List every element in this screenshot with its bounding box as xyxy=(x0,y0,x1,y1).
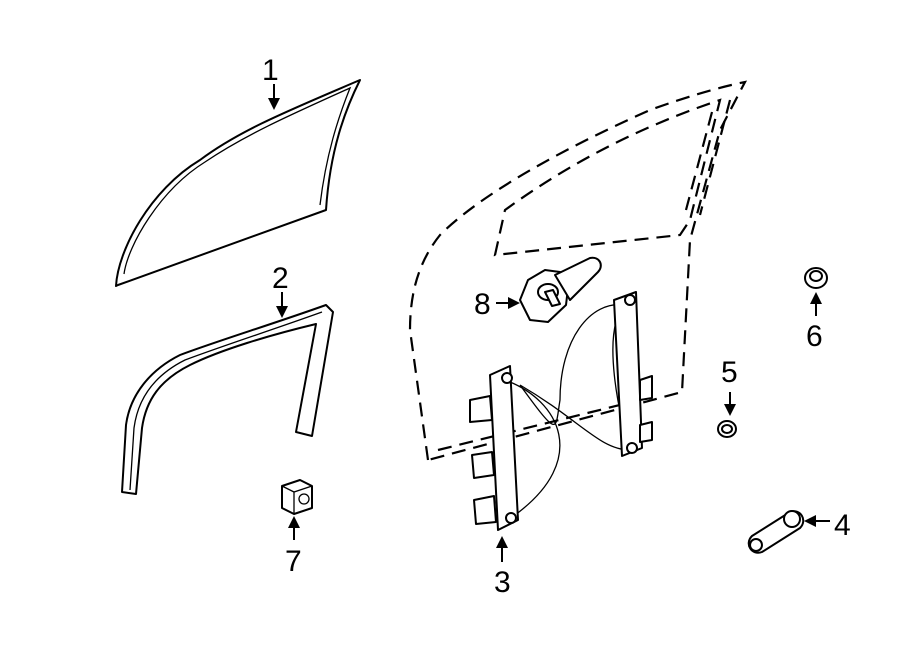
callout-6-label: 6 xyxy=(806,320,823,353)
callout-3: 3 xyxy=(494,536,511,599)
callout-2: 2 xyxy=(272,262,289,318)
callout-2-label: 2 xyxy=(272,262,289,295)
washer-part xyxy=(717,420,737,438)
regulator-motor-part xyxy=(519,256,602,323)
callout-5: 5 xyxy=(721,356,738,416)
callout-8: 8 xyxy=(474,288,520,321)
door-glass-part xyxy=(115,79,361,287)
window-crank-handle-part xyxy=(747,510,805,554)
window-regulator-part xyxy=(469,291,653,531)
callout-6: 6 xyxy=(806,292,823,353)
callout-4: 4 xyxy=(804,509,851,542)
callout-7: 7 xyxy=(285,516,302,578)
callout-1: 1 xyxy=(262,54,280,110)
callout-3-label: 3 xyxy=(494,566,511,599)
bushing-part xyxy=(804,267,828,289)
callout-7-label: 7 xyxy=(285,545,302,578)
callout-8-label: 8 xyxy=(474,288,491,321)
door-outline xyxy=(408,80,748,462)
callout-5-label: 5 xyxy=(721,356,738,389)
callout-1-label: 1 xyxy=(262,54,279,87)
glass-run-channel-part xyxy=(121,304,334,495)
callout-4-label: 4 xyxy=(834,509,851,542)
clip-part xyxy=(281,479,313,515)
